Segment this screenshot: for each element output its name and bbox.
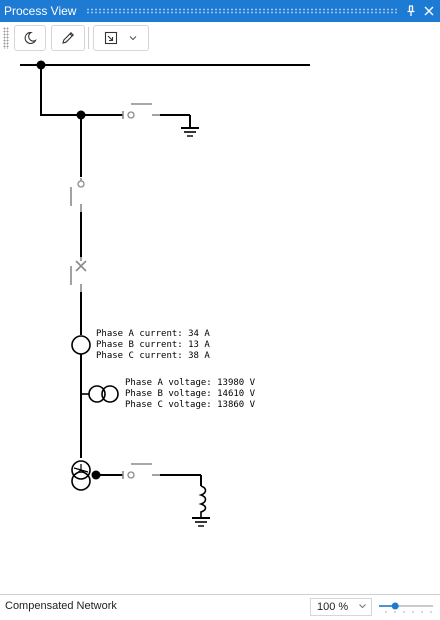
zoom-slider[interactable] bbox=[378, 600, 434, 616]
chevron-down-icon bbox=[359, 604, 366, 609]
edit-button[interactable] bbox=[51, 25, 85, 51]
phase-b-voltage: Phase B voltage: 14610 V bbox=[125, 389, 256, 399]
phase-a-current: Phase A current: 34 A bbox=[96, 329, 210, 339]
network-type-label: Compensated Network bbox=[5, 600, 117, 612]
toolbar-grip[interactable] bbox=[3, 27, 9, 49]
night-mode-button[interactable] bbox=[14, 25, 46, 51]
window-title: Process View bbox=[4, 4, 77, 18]
phase-b-current: Phase B current: 13 A bbox=[96, 340, 210, 350]
close-icon[interactable] bbox=[421, 2, 437, 20]
phase-a-voltage: Phase A voltage: 13980 V bbox=[125, 378, 256, 388]
voltage-transformer[interactable] bbox=[81, 385, 119, 403]
earthing-switch[interactable] bbox=[81, 103, 191, 127]
ground-icon bbox=[181, 127, 199, 137]
toolbar bbox=[0, 22, 440, 54]
phase-c-current: Phase C current: 38 A bbox=[96, 351, 210, 361]
export-dropdown-button[interactable] bbox=[93, 25, 149, 51]
current-transformer[interactable] bbox=[71, 335, 91, 355]
zoom-slider-ticks bbox=[385, 611, 432, 613]
night-mode-icon bbox=[24, 31, 37, 45]
pencil-icon bbox=[62, 32, 74, 44]
title-bar: Process View bbox=[0, 0, 440, 22]
grounding-transformer[interactable] bbox=[71, 460, 91, 491]
title-drag-grip[interactable] bbox=[86, 8, 398, 14]
diagram-canvas: Phase A current: 34 A Phase B current: 1… bbox=[0, 54, 440, 594]
coil-ground-icon bbox=[192, 517, 210, 527]
zoom-slider-thumb bbox=[391, 602, 399, 610]
pin-icon[interactable] bbox=[403, 2, 419, 20]
toolbar-separator bbox=[88, 27, 89, 49]
phase-c-voltage: Phase C voltage: 13860 V bbox=[125, 400, 256, 410]
current-measurements: Phase A current: 34 A Phase B current: 1… bbox=[96, 329, 210, 362]
chevron-down-icon bbox=[129, 36, 137, 41]
export-dropdown-icon bbox=[104, 31, 118, 45]
zoom-select[interactable]: 100 % bbox=[310, 598, 372, 616]
busbar-drop-line bbox=[40, 65, 81, 116]
disconnector-switch[interactable] bbox=[70, 178, 85, 212]
neutral-switch[interactable] bbox=[96, 463, 202, 486]
zoom-value: 100 % bbox=[317, 601, 349, 613]
petersen-coil[interactable] bbox=[198, 485, 207, 518]
voltage-measurements: Phase A voltage: 13980 V Phase B voltage… bbox=[125, 378, 255, 411]
circuit-breaker[interactable] bbox=[70, 257, 87, 292]
status-bar: Compensated Network 100 % bbox=[0, 594, 440, 620]
